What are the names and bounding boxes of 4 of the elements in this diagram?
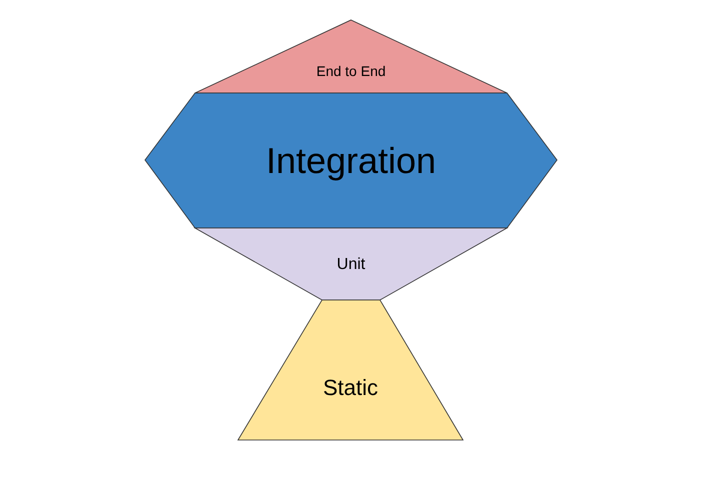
layer-label: End to End bbox=[316, 63, 386, 79]
layer-label: Static bbox=[322, 375, 378, 401]
layer-label: Unit bbox=[336, 256, 366, 274]
layer-label: Integration bbox=[266, 140, 436, 182]
